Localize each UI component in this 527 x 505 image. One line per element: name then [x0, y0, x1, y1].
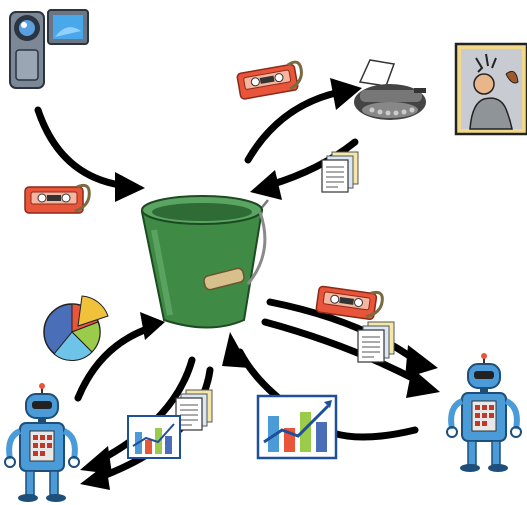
bucket-icon [140, 195, 269, 329]
arrow-camcorder-to-bucket [34, 106, 124, 189]
bar-chart-icon [127, 415, 181, 459]
arrow-heads [80, 78, 440, 490]
camcorder-icon [9, 9, 89, 89]
document-stack-icon [321, 151, 359, 193]
arrow-robot-to-bucket [74, 324, 154, 402]
arrow-typewriter-to-bucket [266, 138, 359, 189]
arrow-bucket-to-typewriter [244, 88, 344, 164]
document-stack-icon [357, 321, 395, 363]
robot-icon [447, 353, 521, 472]
typewriter-icon [354, 59, 426, 120]
pie-chart-icon [43, 295, 109, 361]
videotape-icon [23, 183, 91, 215]
arrow-bucket-to-robot-right-1 [266, 298, 419, 364]
arrow-bucket-to-robot-right-2 [261, 318, 424, 386]
videotape-icon [234, 59, 306, 102]
bar-chart-icon [256, 394, 338, 460]
robot-icon [5, 383, 79, 502]
painting-icon [454, 42, 527, 136]
document-stack-icon [175, 389, 213, 431]
